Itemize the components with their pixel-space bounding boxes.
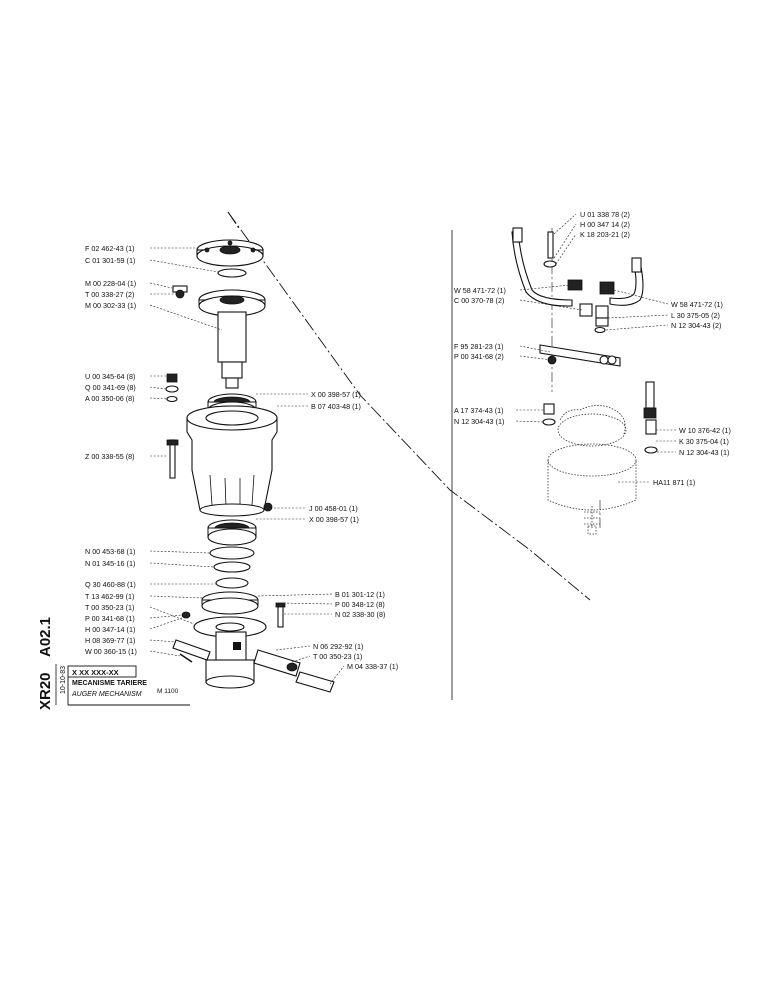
callout-h00347a: H 00 347-14 (1) [85, 625, 135, 634]
title-french: MECANISME TARIERE [72, 680, 147, 687]
callout-p00341b: P 00 341-68 (2) [454, 352, 504, 361]
leaders-right [515, 213, 676, 483]
callout-n02338: N 02 338-30 (8) [335, 610, 385, 619]
callout-t00350b: T 00 350-23 (1) [313, 652, 362, 661]
flange-bolts [275, 602, 286, 628]
callout-u01338: U 01 338 78 (2) [580, 210, 630, 219]
hydraulic-motor-assembly [511, 227, 658, 535]
callout-t13462: T 13 462-99 (1) [85, 592, 134, 601]
callout-h00347b: H 00 347 14 (2) [580, 220, 630, 229]
callout-m04338: M 04 338-37 (1) [347, 662, 398, 671]
callout-t00338: T 00 338-27 (2) [85, 290, 134, 299]
callout-z00338: Z 00 338-55 (8) [85, 452, 135, 461]
callout-p00341a: P 00 341-68 (1) [85, 614, 135, 623]
callout-q00341: Q 00 341-69 (8) [85, 383, 136, 392]
callout-n01345: N 01 345-16 (1) [85, 559, 135, 568]
lower-flange [201, 591, 259, 615]
callout-f95281: F 95 281-23 (1) [454, 342, 504, 351]
callout-n12304a: N 12 304-43 (2) [671, 321, 721, 330]
callout-x00398b: X 00 398-57 (1) [309, 515, 359, 524]
callout-x00398a: X 00 398-57 (1) [311, 390, 361, 399]
drawing-code-main: XR20 [37, 672, 54, 710]
circlip [217, 268, 247, 278]
drive-shaft [253, 649, 335, 693]
callout-c00370: C 00 370-78 (2) [454, 296, 504, 305]
mount-washer [543, 260, 557, 268]
hose-fitting [643, 381, 658, 454]
auger-stub [205, 631, 255, 689]
leaders-left [149, 247, 223, 657]
title-english: AUGER MECHANISM [71, 691, 142, 698]
callout-labels-center: X 00 398-57 (1) B 07 403-48 (1) J 00 458… [309, 390, 398, 671]
callout-f02462: F 02 462-43 (1) [85, 244, 135, 253]
callout-w58471a: W 58 471-72 (1) [454, 286, 506, 295]
callout-n06292: N 06 292-92 (1) [313, 642, 363, 651]
callout-m00302: M 00 302-33 (1) [85, 301, 136, 310]
callout-w10376: W 10 376-42 (1) [679, 426, 731, 435]
callout-c01301: C 01 301-59 (1) [85, 256, 135, 265]
washer [181, 611, 191, 619]
callout-h08369: H 08 369-77 (1) [85, 636, 135, 645]
callout-q30460: Q 30 460-88 (1) [85, 580, 136, 589]
shaft-flange [198, 289, 266, 389]
callout-k18203: K 18 203-21 (2) [580, 230, 630, 239]
pipe-couplings [567, 279, 615, 334]
model-number: M 1100 [157, 688, 179, 695]
callout-labels-right: U 01 338 78 (2) H 00 347 14 (2) K 18 203… [454, 210, 731, 487]
callout-t00350a: T 00 350-23 (1) [85, 603, 134, 612]
gear-housing [186, 405, 278, 517]
drain-plug [542, 403, 556, 426]
callout-w00360: W 00 360-15 (1) [85, 647, 137, 656]
top-flange [196, 239, 264, 267]
grease-nipple [263, 502, 273, 512]
leaders-center [256, 393, 345, 685]
mounting-bracket [539, 344, 621, 367]
spring-pin [179, 653, 193, 663]
callout-u00345: U 00 345-64 (8) [85, 372, 135, 381]
key-and-bolt [172, 285, 188, 299]
auger-assembly [165, 239, 335, 693]
callout-b01301: B 01 301-12 (1) [335, 590, 385, 599]
callout-a00350: A 00 350-06 (8) [85, 394, 135, 403]
callout-w58471b: W 58 471-72 (1) [671, 300, 723, 309]
seal-lower [213, 561, 251, 573]
hydraulic-motor [547, 405, 637, 535]
callout-j00458: J 00 458-01 (1) [309, 504, 358, 513]
title-block: XR20 A02.1 10-10-83 X XX XXX-XX MECANISM… [37, 617, 190, 710]
mount-bolt [547, 231, 554, 259]
nut-washer-set [165, 373, 179, 403]
revision-date: 10-10-83 [60, 666, 67, 694]
callout-labels-left: F 02 462-43 (1) C 01 301-59 (1) M 00 228… [85, 244, 137, 656]
callout-a17374: A 17 374-43 (1) [454, 406, 504, 415]
lower-bearing [207, 519, 257, 546]
long-stud [166, 439, 179, 479]
spacer [215, 577, 249, 589]
callout-ha11: HA11 871 (1) [653, 478, 695, 487]
callout-m00228: M 00 228-04 (1) [85, 279, 136, 288]
callout-n00453: N 00 453-68 (1) [85, 547, 135, 556]
seal-upper [209, 546, 255, 560]
reference-number: X XX XXX-XX [72, 668, 119, 677]
callout-n12304c: N 12 304-43 (1) [679, 448, 729, 457]
callout-b07403: B 07 403-48 (1) [311, 402, 361, 411]
drawing-code-sub: A02.1 [37, 617, 54, 657]
callout-l30375: L 30 375-05 (2) [671, 311, 720, 320]
callout-n12304b: N 12 304-43 (1) [454, 417, 504, 426]
pin [172, 639, 211, 661]
callout-k30375: K 30 375-04 (1) [679, 437, 729, 446]
chain-lines [227, 211, 601, 700]
callout-p00348: P 00 348-12 (8) [335, 600, 385, 609]
reference-box [67, 665, 137, 678]
